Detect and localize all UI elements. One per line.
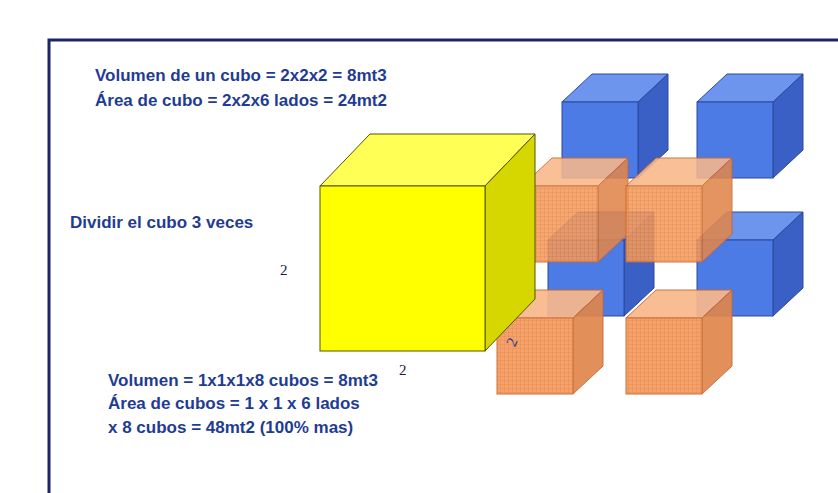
orange-cube — [626, 290, 732, 394]
area-text: Área de cubos = 1 x 1 x 6 lados — [108, 394, 360, 414]
volume-text: Volumen = 1x1x1x8 cubos = 8mt3 — [108, 371, 378, 391]
area-text: x 8 cubos = 48mt2 (100% mas) — [108, 418, 353, 438]
dimension-label: 2 — [280, 262, 288, 278]
volume-text: Volumen de un cubo = 2x2x2 = 8mt3 — [95, 66, 387, 86]
area-text: Área de cubo = 2x2x6 lados = 24mt2 — [95, 91, 387, 111]
instruction-text: Dividir el cubo 3 veces — [70, 213, 253, 233]
frame — [49, 40, 838, 493]
dimension-label: 2 — [399, 362, 407, 378]
orange-cube — [626, 158, 732, 262]
orange-cube — [522, 158, 628, 262]
yellow-cube — [320, 134, 535, 351]
